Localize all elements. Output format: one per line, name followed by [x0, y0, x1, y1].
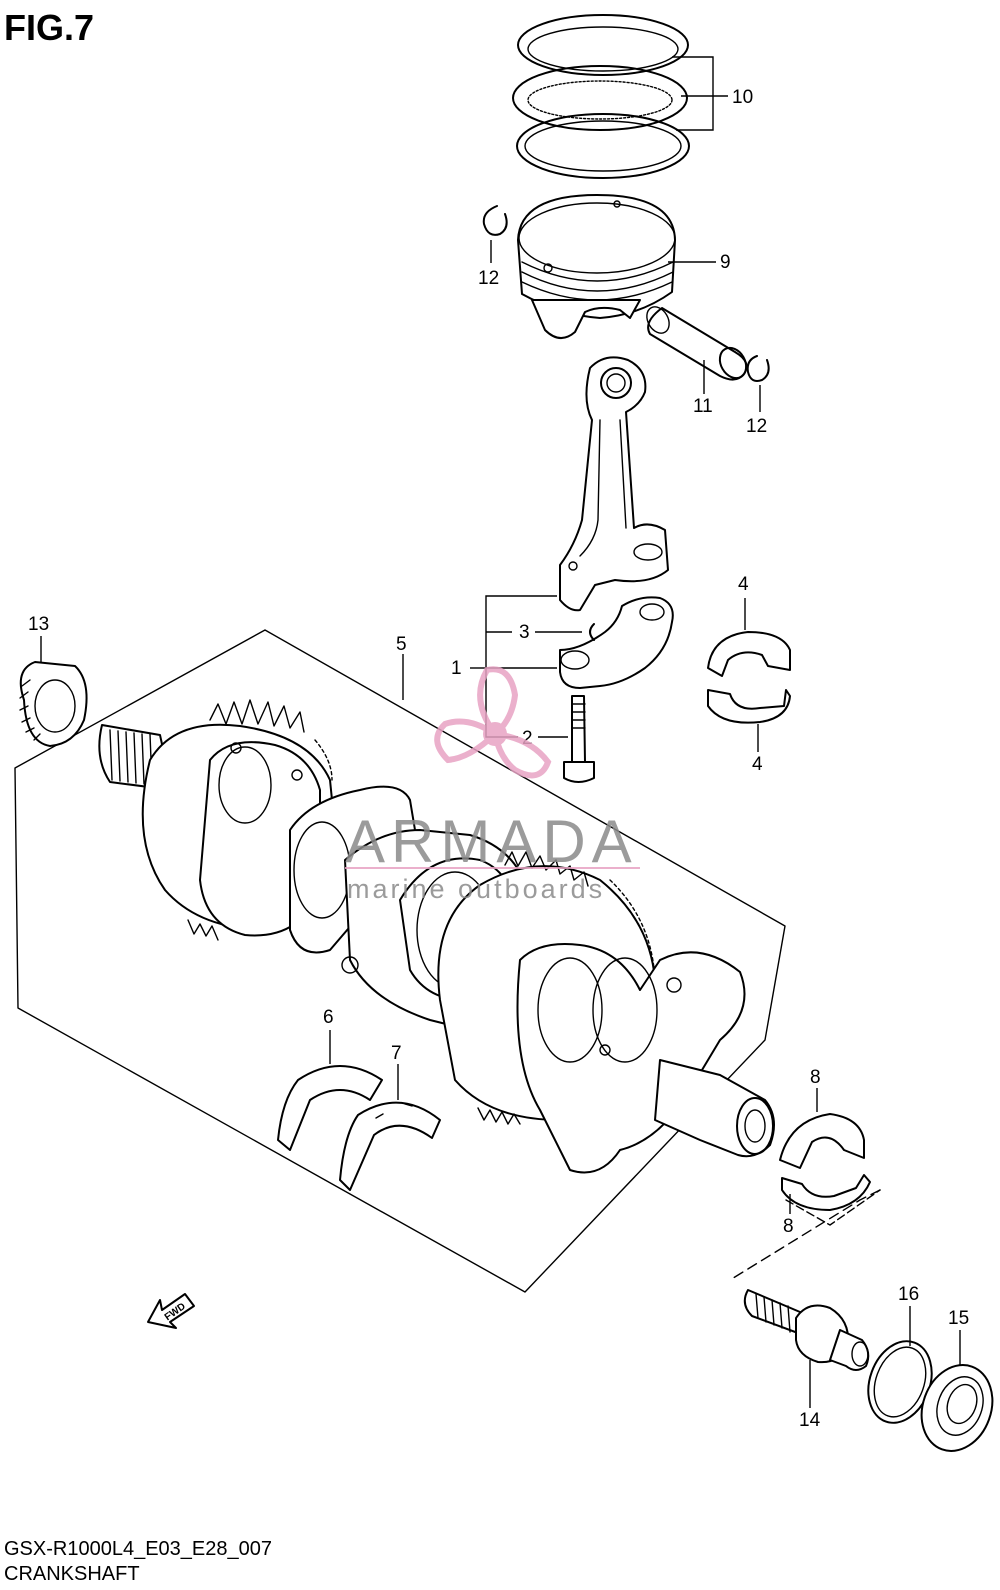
figure-title: FIG.7 — [4, 7, 94, 48]
callout-2: 2 — [522, 728, 533, 749]
crankshaft[interactable] — [98, 699, 775, 1174]
watermark-brand: ARMADA — [345, 808, 638, 875]
watermark-tagline: marine outboards — [347, 874, 605, 904]
fwd-arrow-icon: FWD — [147, 1293, 195, 1329]
callout-8-lower: 8 — [783, 1216, 794, 1237]
callout-1: 1 — [451, 658, 462, 679]
watermark-logo — [434, 666, 552, 779]
crank-timing-gear[interactable] — [19, 636, 88, 747]
piston[interactable] — [517, 194, 716, 339]
piston-pin-circlip-left[interactable] — [482, 205, 508, 263]
figure-code: GSX-R1000L4_E03_E28_007 — [4, 1538, 272, 1560]
callout-8-upper: 8 — [810, 1067, 821, 1088]
piston-pin[interactable] — [642, 303, 751, 394]
callout-4-lower: 4 — [752, 754, 763, 775]
crankshaft-assembly-boundary — [14, 629, 786, 1293]
callout-3: 3 — [519, 622, 530, 643]
callout-13: 13 — [28, 614, 49, 635]
callout-6: 6 — [323, 1007, 334, 1028]
crankshaft-oil-seal[interactable] — [910, 1330, 1000, 1461]
crankpin-bearing[interactable] — [707, 598, 791, 752]
crankshaft-end-bolt[interactable] — [743, 1289, 870, 1408]
thrust-bearing-upper[interactable] — [277, 1030, 383, 1151]
rod-dowel-pin[interactable] — [589, 623, 595, 641]
propeller-icon — [434, 666, 552, 779]
main-bearing[interactable] — [779, 1088, 881, 1226]
callout-12-right: 12 — [746, 416, 767, 437]
callout-15: 15 — [948, 1308, 969, 1329]
piston-rings[interactable] — [512, 14, 690, 179]
callout-12-left: 12 — [478, 268, 499, 289]
callout-9: 9 — [720, 252, 731, 273]
callout-11: 11 — [693, 396, 713, 417]
callout-5: 5 — [396, 634, 407, 655]
callout-4-upper: 4 — [738, 574, 749, 595]
assembly-dashed-line — [729, 1189, 881, 1281]
callout-10: 10 — [732, 87, 753, 108]
connecting-rod-bolt[interactable] — [563, 695, 595, 783]
callout-14: 14 — [799, 1410, 821, 1431]
callout-16: 16 — [898, 1284, 919, 1305]
callout-7: 7 — [391, 1043, 402, 1064]
piston-pin-circlip-right[interactable] — [746, 355, 770, 412]
thrust-bearing-lower[interactable] — [339, 1064, 441, 1191]
figure-caption: CRANKSHAFT — [4, 1563, 140, 1585]
connecting-rod[interactable] — [559, 356, 674, 689]
